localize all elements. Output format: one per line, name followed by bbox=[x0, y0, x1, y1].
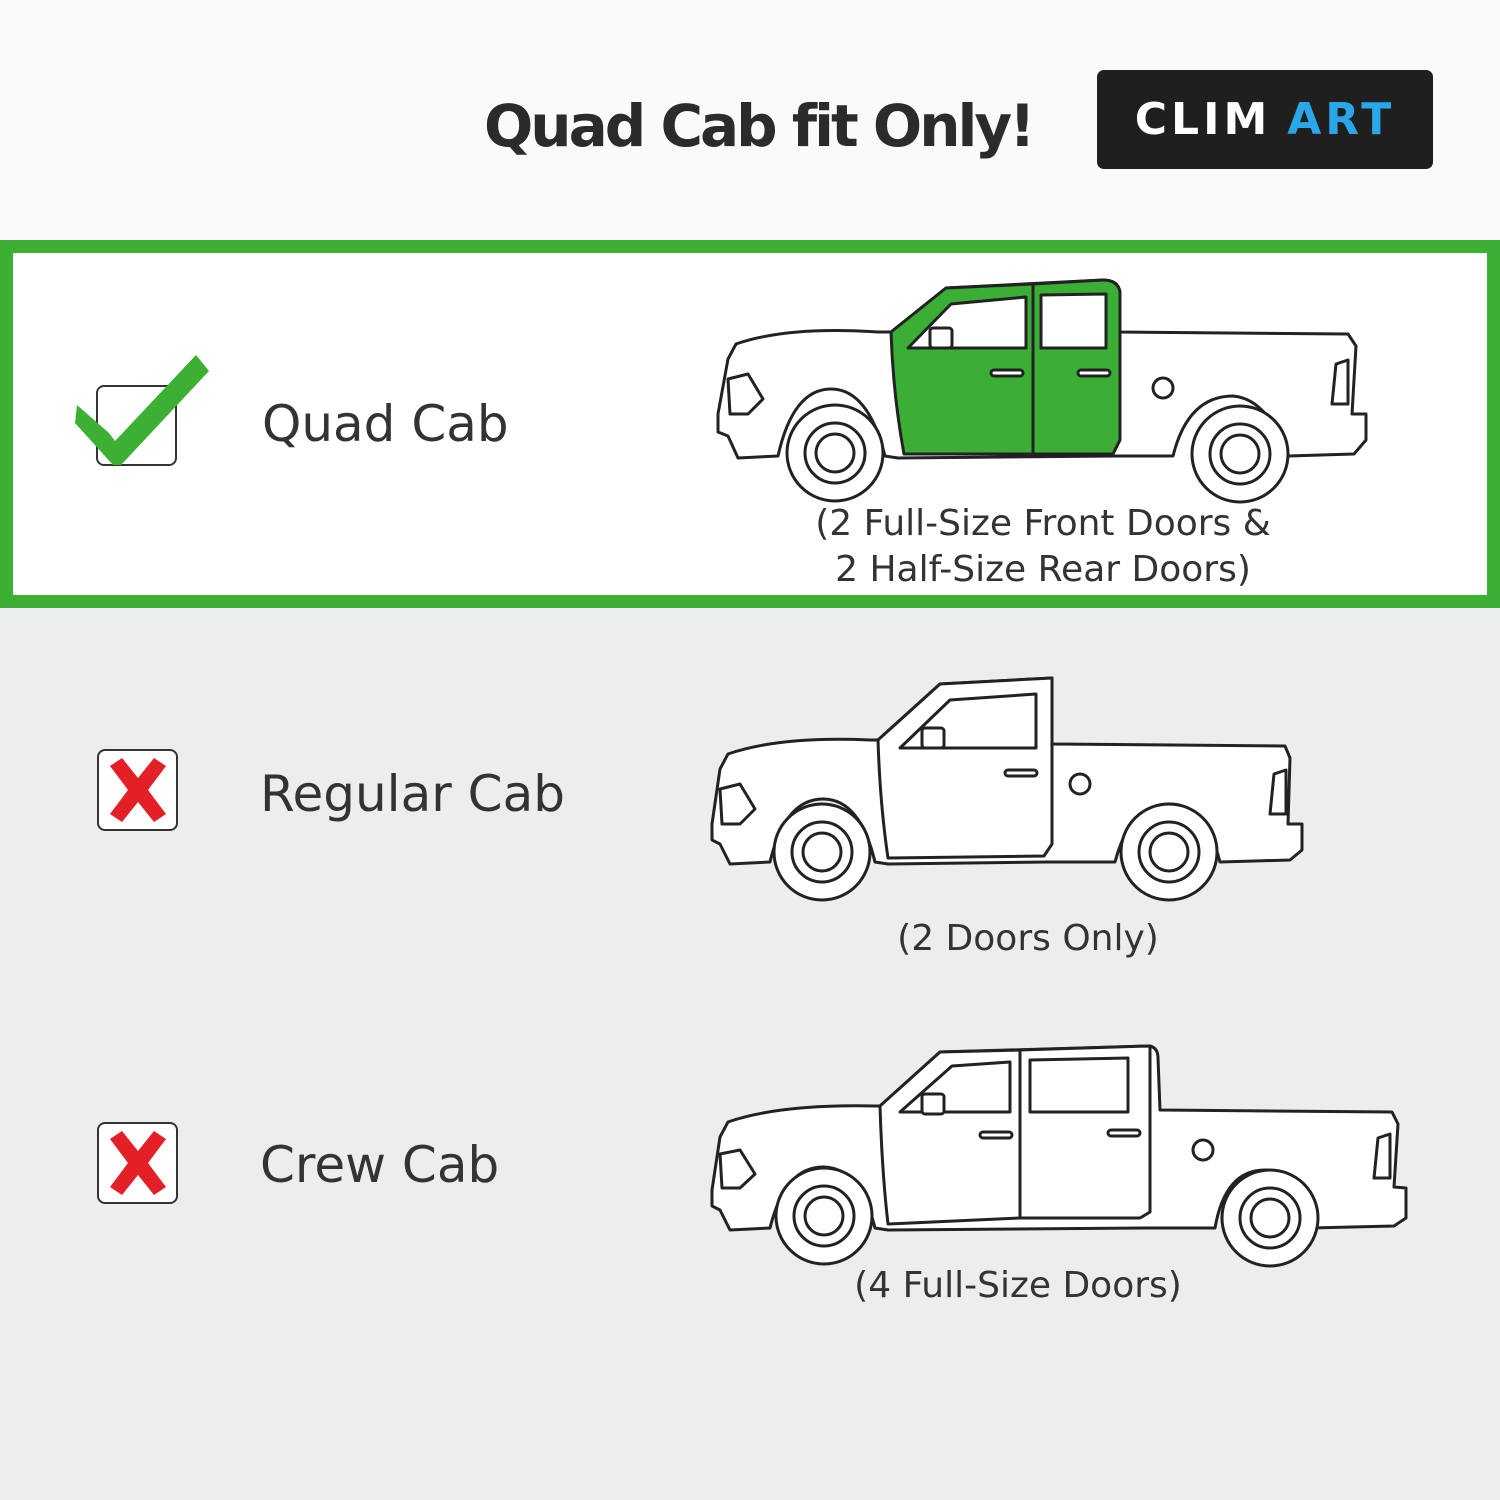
row-crew-cab: Crew Cab (4 Full-Size Doors) bbox=[0, 980, 1500, 1352]
logo-text-clim: CLIM bbox=[1134, 94, 1272, 145]
row-quad-cab: Quad Cab bbox=[0, 240, 1500, 608]
checkmark-icon bbox=[75, 353, 215, 483]
caption-line: (4 Full-Size Doors) bbox=[854, 1265, 1182, 1306]
quad-cab-truck-illustration bbox=[708, 264, 1388, 504]
climart-logo: CLIM ART bbox=[1097, 70, 1433, 169]
row-caption: (2 Doors Only) bbox=[878, 916, 1178, 962]
page-title: Quad Cab fit Only! bbox=[484, 92, 1036, 160]
row-caption: (4 Full-Size Doors) bbox=[838, 1263, 1198, 1309]
row-caption: (2 Full-Size Front Doors & 2 Half-Size R… bbox=[793, 501, 1293, 593]
cross-icon bbox=[96, 1121, 180, 1205]
regular-cab-truck-illustration bbox=[700, 674, 1320, 914]
row-label: Crew Cab bbox=[260, 1136, 500, 1194]
row-label: Regular Cab bbox=[260, 765, 565, 823]
caption-line: 2 Half-Size Rear Doors) bbox=[835, 549, 1251, 590]
cross-icon bbox=[96, 748, 180, 832]
row-label: Quad Cab bbox=[262, 395, 509, 453]
row-regular-cab: Regular Cab (2 Doors Only) bbox=[0, 608, 1500, 980]
logo-text-art: ART bbox=[1287, 94, 1396, 145]
crew-cab-truck-illustration bbox=[700, 1042, 1420, 1282]
caption-line: (2 Doors Only) bbox=[897, 918, 1159, 959]
caption-line: (2 Full-Size Front Doors & bbox=[815, 503, 1271, 544]
